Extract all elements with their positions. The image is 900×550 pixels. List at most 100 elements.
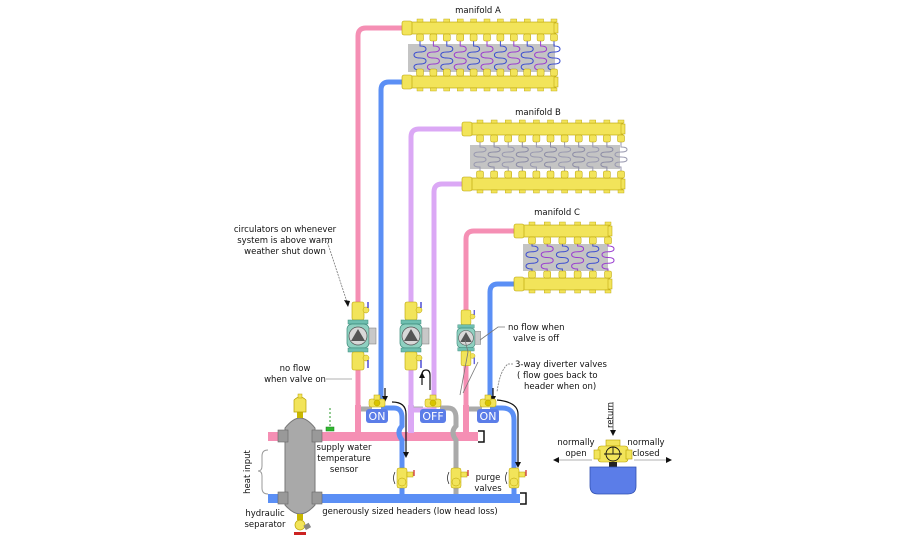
bar-port xyxy=(561,119,568,124)
three-way-valve-body xyxy=(424,394,442,408)
bar-port xyxy=(457,87,464,92)
circulators xyxy=(346,301,481,371)
pump-terminal-box xyxy=(368,327,377,345)
flange xyxy=(457,324,475,329)
bar-port xyxy=(483,87,491,92)
manifold-c-label: manifold C xyxy=(534,208,580,218)
tubing-loop xyxy=(601,244,615,271)
tubing-loop xyxy=(520,41,534,71)
bar-port xyxy=(457,18,464,23)
heat-input-brace xyxy=(257,449,269,495)
tubing-loop xyxy=(467,41,481,71)
isolation-valve xyxy=(460,309,472,326)
loop-connector xyxy=(589,270,597,279)
tubing-loop xyxy=(487,142,501,171)
bar-port xyxy=(483,18,491,23)
union-fitting xyxy=(401,20,413,36)
flange xyxy=(400,347,422,353)
bar-port xyxy=(430,18,437,23)
zone-valve-c[interactable]: ON xyxy=(477,394,499,423)
loop-connector xyxy=(510,68,518,77)
purge-hose-bib xyxy=(406,471,414,478)
manifold-b-bars xyxy=(461,119,626,194)
tubing-loop xyxy=(600,142,614,171)
separator-note: hydraulic separator xyxy=(245,509,286,530)
end-cap xyxy=(607,225,613,237)
tubing-loop xyxy=(426,41,440,71)
loop-connector xyxy=(532,134,541,143)
loop-connector xyxy=(510,33,518,42)
supply-bar xyxy=(469,122,624,136)
loop-connector xyxy=(550,68,558,77)
purge-valves xyxy=(393,467,527,489)
return-bar xyxy=(521,277,611,291)
loop-connector xyxy=(546,134,555,143)
zone-valve-a[interactable]: ON xyxy=(366,394,388,423)
loop-connector xyxy=(490,170,498,179)
loop-connector xyxy=(490,134,498,143)
loop-connector xyxy=(560,170,569,179)
manifold-c-bars xyxy=(513,221,613,294)
loop-connector xyxy=(456,33,464,42)
valve-b-badge xyxy=(420,409,446,423)
zone-valve-b[interactable]: OFF xyxy=(420,394,446,423)
supply-sensor xyxy=(325,408,335,432)
loop-connector xyxy=(604,270,612,279)
bar-port xyxy=(490,189,498,194)
valve-port xyxy=(484,394,492,401)
manifold-a-loops xyxy=(413,41,561,71)
purge-note: purge valves xyxy=(474,473,502,494)
loop-connector xyxy=(469,68,478,77)
bar-port xyxy=(574,289,581,294)
tubing-loop xyxy=(540,244,554,271)
bar-port xyxy=(510,87,517,92)
flange xyxy=(347,347,369,353)
valve-center xyxy=(484,399,492,407)
tubing-loop xyxy=(555,244,569,271)
isolation-valve xyxy=(460,350,472,367)
valve-knob xyxy=(469,353,476,359)
tubing-loop xyxy=(529,142,543,171)
manifold-b-return-pipe xyxy=(431,181,462,405)
tubing-loop xyxy=(586,142,600,171)
bar-port xyxy=(603,119,611,124)
union-fitting xyxy=(401,74,413,90)
svg-text:weather shut down: weather shut down xyxy=(244,247,326,257)
loop-connector xyxy=(523,68,531,77)
loop-connector xyxy=(416,68,424,77)
bar-port xyxy=(589,289,596,294)
bar-port xyxy=(497,18,504,23)
manifold-a-return-pipe xyxy=(378,79,402,405)
svg-text:normally: normally xyxy=(557,438,594,448)
bar-port xyxy=(559,289,566,294)
bar-port xyxy=(416,18,424,23)
end-cap xyxy=(553,76,559,88)
valve-center xyxy=(373,399,381,407)
riser-b-supply xyxy=(408,405,414,433)
end-cap xyxy=(553,22,559,34)
loop-connector xyxy=(443,33,451,42)
loop-connector xyxy=(560,134,569,143)
svg-text:3-way diverter valves: 3-way diverter valves xyxy=(515,360,607,370)
tubing-loop xyxy=(453,41,467,71)
bar-port xyxy=(574,221,581,226)
end-cap xyxy=(620,178,626,190)
loop-connector xyxy=(536,68,545,77)
valve-knob xyxy=(415,306,423,314)
tubing-loop xyxy=(534,41,548,71)
zone-a-return-drop xyxy=(381,405,405,494)
flow-arrows xyxy=(382,369,521,468)
bar-port xyxy=(589,119,596,124)
supply-bar xyxy=(409,21,557,35)
drain-valve-icon xyxy=(294,514,312,535)
bar-port xyxy=(550,87,558,92)
loop-connector xyxy=(546,170,555,179)
loop-connector xyxy=(429,33,438,42)
diverter-note: 3-way diverter valves ( flow goes back t… xyxy=(459,339,607,396)
manifold-a-bars xyxy=(401,18,559,92)
purge-valve xyxy=(505,467,527,489)
tubing-loop xyxy=(473,142,487,171)
bar-port xyxy=(544,221,551,226)
manifold-c-return-pipe xyxy=(487,281,514,405)
return-bar xyxy=(469,177,624,191)
